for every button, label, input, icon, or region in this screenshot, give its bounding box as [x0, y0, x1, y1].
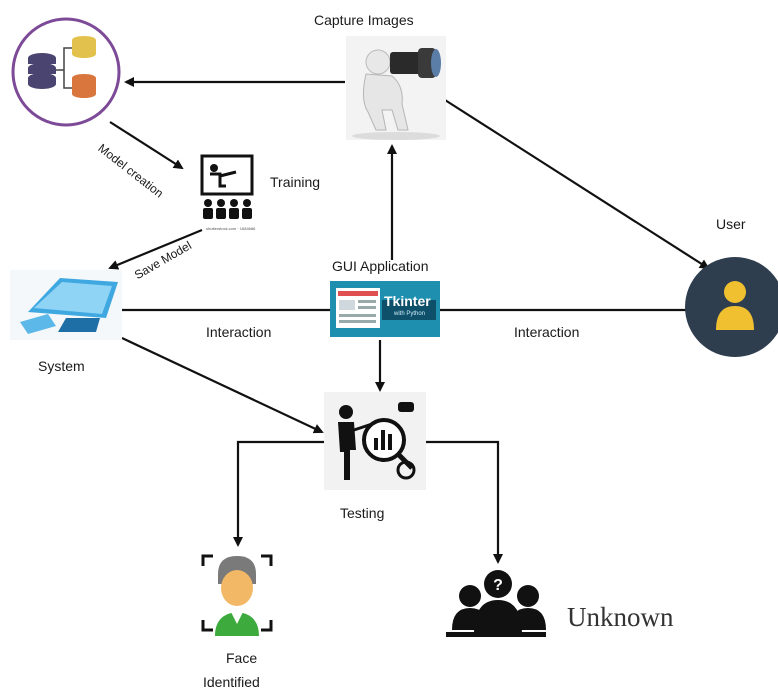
- capture-images-label: Capture Images: [314, 12, 414, 28]
- photographer-icon: [346, 36, 446, 140]
- edge-system-to-testing: [121, 337, 324, 434]
- edge-testing-to-face: [233, 440, 325, 547]
- face-scan-icon: [201, 554, 273, 636]
- computer-icon: [10, 270, 122, 340]
- system-label: System: [38, 358, 85, 374]
- interaction-left-label: Interaction: [206, 324, 272, 340]
- edge-database-to-training: [109, 121, 184, 170]
- database-icon: [11, 17, 121, 127]
- interaction-right-label: Interaction: [514, 324, 580, 340]
- training-caption: shutterstock.com · 1684686: [206, 226, 256, 231]
- edge-capture-to-user: [444, 99, 710, 270]
- tkinter-icon: [330, 281, 440, 337]
- face-label-line2: Identified: [203, 674, 260, 690]
- edge-testing-to-unknown: [426, 440, 503, 564]
- edge-training-to-system: [108, 228, 203, 270]
- user-avatar-icon: [685, 257, 778, 357]
- user-label: User: [716, 216, 746, 232]
- svg-text:?: ?: [493, 577, 503, 594]
- connectors: [108, 77, 710, 564]
- face-label-line1: Face: [226, 650, 258, 666]
- tkinter-title: Tkinter: [384, 293, 431, 309]
- testing-label: Testing: [340, 505, 385, 521]
- unknown-group-icon: ?: [446, 570, 546, 637]
- tkinter-subtitle: with Python: [394, 311, 426, 317]
- classroom-icon: [200, 154, 254, 219]
- unknown-label: Unknown: [567, 602, 674, 632]
- training-label: Training: [270, 174, 321, 190]
- gui-application-label: GUI Application: [332, 258, 429, 274]
- analysis-icon: [324, 392, 426, 490]
